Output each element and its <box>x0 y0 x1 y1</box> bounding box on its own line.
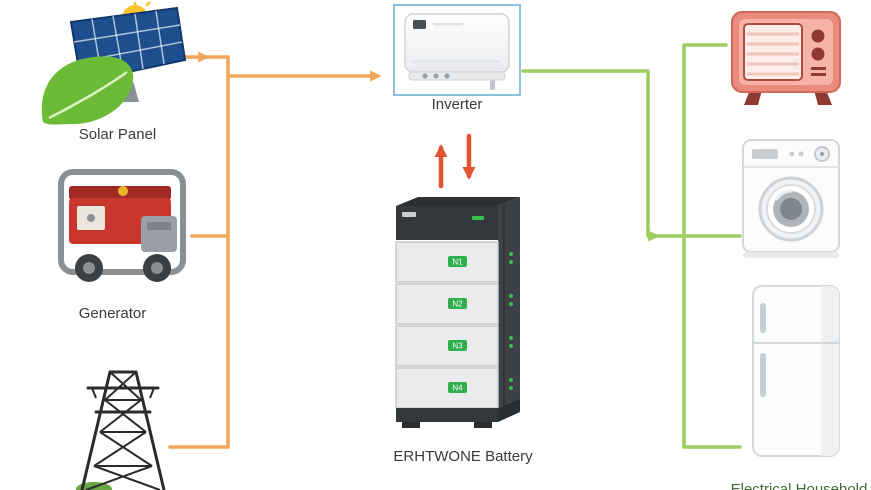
generator-label: Generator <box>78 305 147 322</box>
tv-icon <box>728 6 848 108</box>
battery-stack-icon: N1 N2 N3 N4 <box>386 192 536 432</box>
solar-panel-icon <box>35 0 187 128</box>
battery-module-label: N3 <box>452 342 463 351</box>
battery-module-label: N2 <box>452 300 463 309</box>
solar-panel-label: Solar Panel <box>78 126 157 143</box>
inverter-icon <box>404 13 510 90</box>
battery-module-label: N4 <box>452 384 463 393</box>
inverter-highlight-box <box>393 4 521 96</box>
refrigerator-icon <box>747 283 844 463</box>
orange-source-flow <box>168 51 382 449</box>
red-exchange-arrows <box>434 133 476 189</box>
green-load-flow <box>521 43 742 449</box>
washing-machine-icon <box>740 137 842 261</box>
battery-label: ERHTWONE Battery <box>393 448 533 465</box>
appliances-label: Electrical Household <box>730 481 868 490</box>
inverter-label: Inverter <box>431 96 483 113</box>
power-grid-tower-icon <box>68 366 178 490</box>
generator-icon <box>45 158 195 293</box>
battery-module-label: N1 <box>452 258 463 267</box>
